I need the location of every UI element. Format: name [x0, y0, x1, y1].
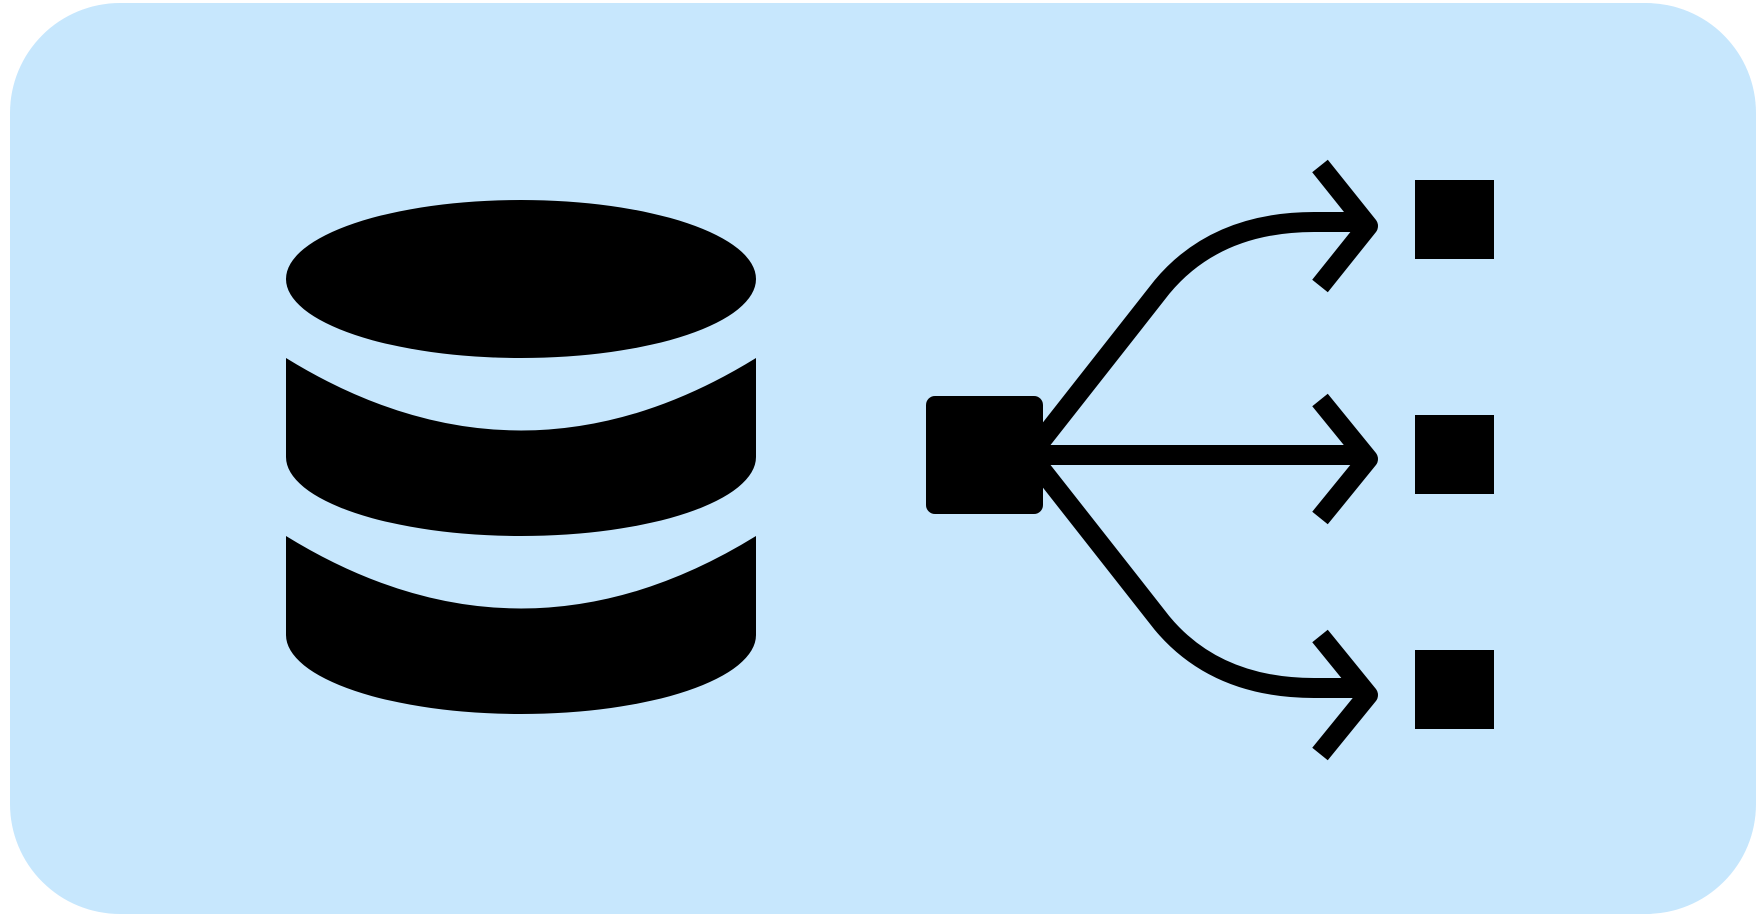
output-node-2 [1415, 415, 1494, 494]
database-bottom-disk [286, 536, 756, 714]
arrowhead-top [1312, 159, 1378, 293]
output-node-3 [1415, 650, 1494, 729]
database-icon [286, 200, 756, 714]
database-top-disk [286, 200, 756, 358]
source-node [926, 396, 1043, 514]
arrowhead-middle [1312, 393, 1378, 525]
distribute-icon [926, 159, 1494, 761]
icon-tile [10, 3, 1756, 914]
connector-top [1022, 212, 1362, 462]
tile-svg [10, 3, 1756, 914]
tile-background [10, 3, 1756, 914]
output-node-1 [1415, 180, 1494, 259]
arrowhead-bottom [1312, 629, 1378, 761]
connector-bottom [1022, 448, 1362, 698]
database-middle-disk [286, 358, 756, 536]
